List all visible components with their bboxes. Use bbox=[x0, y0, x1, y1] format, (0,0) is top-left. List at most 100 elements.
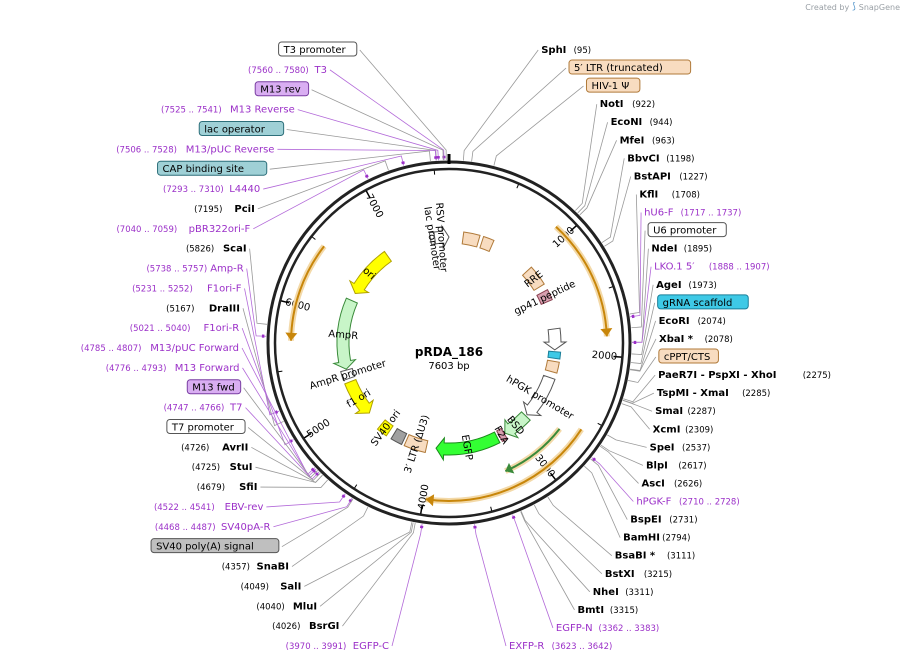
feature-ampr-promoter[interactable] bbox=[340, 367, 356, 382]
label-t7-promoter[interactable]: T7 promoter bbox=[166, 418, 246, 434]
label-cppt-cts[interactable]: cPPT/CTS bbox=[658, 348, 719, 364]
primer-mark-t7 bbox=[315, 472, 320, 477]
label-bamhi[interactable]: BamHI(2794) bbox=[623, 533, 690, 544]
label-exfp-r[interactable]: EXFP-R(3623 .. 3642) bbox=[509, 641, 612, 652]
feature-rre[interactable] bbox=[521, 266, 545, 292]
leader-bstxi bbox=[533, 504, 603, 575]
label-t3[interactable]: T3(7560 .. 7580) bbox=[248, 65, 327, 76]
label-l4440[interactable]: L4440(7293 .. 7310) bbox=[163, 184, 260, 195]
label-t7[interactable]: T7(4747 .. 4766) bbox=[164, 403, 243, 414]
label-range-hpgk-f: (2710 .. 2728) bbox=[679, 498, 740, 508]
label-pcii[interactable]: PciI(7195) bbox=[194, 204, 255, 215]
label-tspmi-xmai[interactable]: TspMI - XmaI(2285) bbox=[657, 388, 770, 399]
label-sfii[interactable]: SfiI(4679) bbox=[197, 482, 258, 493]
leader-sv40-poly-a-signal bbox=[281, 498, 354, 548]
label-mfei[interactable]: MfeI(963) bbox=[620, 135, 675, 146]
label-spei[interactable]: SpeI(2537) bbox=[650, 442, 711, 453]
feature-ltr3[interactable] bbox=[403, 433, 429, 454]
label-m13-puc-reverse[interactable]: M13/pUC Reverse(7506 .. 7528) bbox=[116, 144, 274, 155]
label-noti[interactable]: NotI(922) bbox=[600, 99, 655, 110]
label-bsabi[interactable]: BsaBI *(3111) bbox=[615, 551, 695, 562]
label-f1ori-f[interactable]: F1ori-F(5231 .. 5252) bbox=[132, 283, 242, 294]
label-5-ltr-truncated[interactable]: 5′ LTR (truncated) bbox=[568, 59, 692, 75]
label-sali[interactable]: SalI(4049) bbox=[241, 581, 302, 592]
label-econi[interactable]: EcoNI(944) bbox=[611, 117, 673, 128]
feature-grna[interactable] bbox=[547, 350, 562, 360]
label-sphi[interactable]: SphI(95) bbox=[541, 45, 591, 56]
label-range-bamhi: (2794) bbox=[662, 534, 690, 544]
label-lac-operator[interactable]: lac operator bbox=[198, 120, 285, 136]
label-t3-promoter[interactable]: T3 promoter bbox=[278, 41, 358, 57]
label-scai[interactable]: ScaI(5826) bbox=[186, 244, 247, 255]
label-ecori[interactable]: EcoRI(2074) bbox=[659, 316, 726, 327]
label-m13-rev[interactable]: M13 rev bbox=[254, 81, 310, 97]
feature-f2a[interactable] bbox=[496, 427, 508, 443]
label-xbai[interactable]: XbaI *(2078) bbox=[659, 334, 733, 345]
label-avrii[interactable]: AvrII(4726) bbox=[181, 442, 248, 453]
label-u6-promoter[interactable]: U6 promoter bbox=[647, 222, 727, 238]
label-mlui[interactable]: MluI(4040) bbox=[256, 601, 317, 612]
label-stui[interactable]: StuI(4725) bbox=[192, 462, 253, 473]
label-ebv-rev[interactable]: EBV-rev(4522 .. 4541) bbox=[154, 502, 263, 513]
label-name-bspei: BspEI bbox=[630, 515, 661, 526]
label-snabi[interactable]: SnaBI(4357) bbox=[222, 562, 289, 573]
label-draiii[interactable]: DraIII(5167) bbox=[166, 303, 240, 314]
label-pbr322ori-f[interactable]: pBR322ori-F(7040 .. 7059) bbox=[116, 224, 250, 235]
feature-f1ori[interactable] bbox=[344, 378, 375, 415]
label-agei[interactable]: AgeI(1973) bbox=[656, 280, 717, 291]
feature-ltr5[interactable] bbox=[461, 231, 481, 248]
label-name-tspmi-xmai: TspMI - XmaI bbox=[657, 388, 729, 399]
label-paer7i-pspxi-xhoi[interactable]: PaeR7I - PspXI - XhoI(2275) bbox=[658, 370, 831, 381]
label-blpi[interactable]: BlpI(2617) bbox=[646, 460, 707, 471]
feature-u6[interactable] bbox=[542, 327, 568, 351]
feature-hpgk[interactable] bbox=[522, 374, 556, 417]
label-name-amp-r: Amp-R bbox=[210, 264, 244, 275]
label-box-t3-promoter bbox=[278, 41, 358, 57]
label-cap-binding-site[interactable]: CAP binding site bbox=[157, 160, 268, 176]
feature-cppt[interactable] bbox=[544, 359, 560, 374]
label-nhei[interactable]: NheI(3311) bbox=[593, 587, 654, 598]
label-name-nhei: NheI bbox=[593, 587, 619, 598]
label-xcmi[interactable]: XcmI(2309) bbox=[653, 424, 714, 435]
label-m13-puc-forward[interactable]: M13/pUC Forward(4785 .. 4807) bbox=[81, 343, 239, 354]
label-f1ori-r[interactable]: F1ori-R(5021 .. 5040) bbox=[130, 323, 239, 334]
label-bbvci[interactable]: BbvCI(1198) bbox=[627, 153, 694, 164]
label-grna-scaffold[interactable]: gRNA scaffold bbox=[657, 294, 749, 310]
label-hiv-1[interactable]: HIV-1 Ψ bbox=[585, 77, 641, 93]
label-range-lko-1-5: (1888 .. 1907) bbox=[709, 263, 770, 273]
label-bstapi[interactable]: BstAPI(1227) bbox=[634, 171, 708, 182]
feature-sv40pa[interactable] bbox=[390, 427, 408, 446]
label-m13-reverse[interactable]: M13 Reverse(7525 .. 7541) bbox=[161, 105, 295, 116]
label-hpgk-f[interactable]: hPGK-F (2710 .. 2728) bbox=[636, 497, 739, 508]
feature-gp41[interactable] bbox=[536, 288, 553, 305]
label-bmti[interactable]: BmtI(3315) bbox=[578, 605, 639, 616]
label-smai[interactable]: SmaI(2287) bbox=[655, 406, 716, 417]
feature-sv40ori[interactable] bbox=[376, 419, 394, 437]
leader-sfii bbox=[260, 479, 328, 488]
label-range-bspei: (2731) bbox=[669, 516, 697, 526]
feature-egfp[interactable] bbox=[435, 431, 501, 462]
feature-psi[interactable] bbox=[479, 235, 495, 253]
label-bspei[interactable]: BspEI (2731) bbox=[630, 515, 697, 526]
feature-rsv-promoter[interactable] bbox=[433, 224, 450, 251]
label-egfp-c[interactable]: EGFP-C(3970 .. 3991) bbox=[286, 641, 389, 652]
label-asci[interactable]: AscI(2626) bbox=[642, 478, 703, 489]
label-m13-forward[interactable]: M13 Forward(4776 .. 4793) bbox=[106, 363, 240, 374]
label-amp-r[interactable]: Amp-R(5738 .. 5757) bbox=[146, 264, 243, 275]
label-sv40-poly-a-signal[interactable]: SV40 poly(A) signal bbox=[150, 538, 280, 554]
feature-ori[interactable] bbox=[348, 250, 393, 295]
label-name-hpgk-f: hPGK-F bbox=[636, 497, 671, 508]
label-name-bamhi: BamHI bbox=[623, 533, 660, 544]
label-hu6-f[interactable]: hU6-F(1717 .. 1737) bbox=[644, 208, 741, 219]
label-kfli[interactable]: KflI(1708) bbox=[639, 189, 700, 200]
label-ndei[interactable]: NdeI(1895) bbox=[651, 244, 712, 255]
label-egfp-n[interactable]: EGFP-N(3362 .. 3383) bbox=[556, 623, 659, 634]
label-lko-1-5[interactable]: LKO.1 5′(1888 .. 1907) bbox=[654, 262, 770, 273]
label-bstxi[interactable]: BstXI(3215) bbox=[605, 569, 672, 580]
feature-bsd[interactable] bbox=[504, 411, 531, 439]
label-sv40pa-r[interactable]: SV40pA-R(4468 .. 4487) bbox=[155, 522, 271, 533]
label-bsrgi[interactable]: BsrGI(4026) bbox=[272, 621, 339, 632]
label-m13-fwd[interactable]: M13 fwd bbox=[186, 379, 242, 395]
tick-4000 bbox=[420, 505, 423, 514]
feature-ampr[interactable] bbox=[332, 297, 359, 370]
